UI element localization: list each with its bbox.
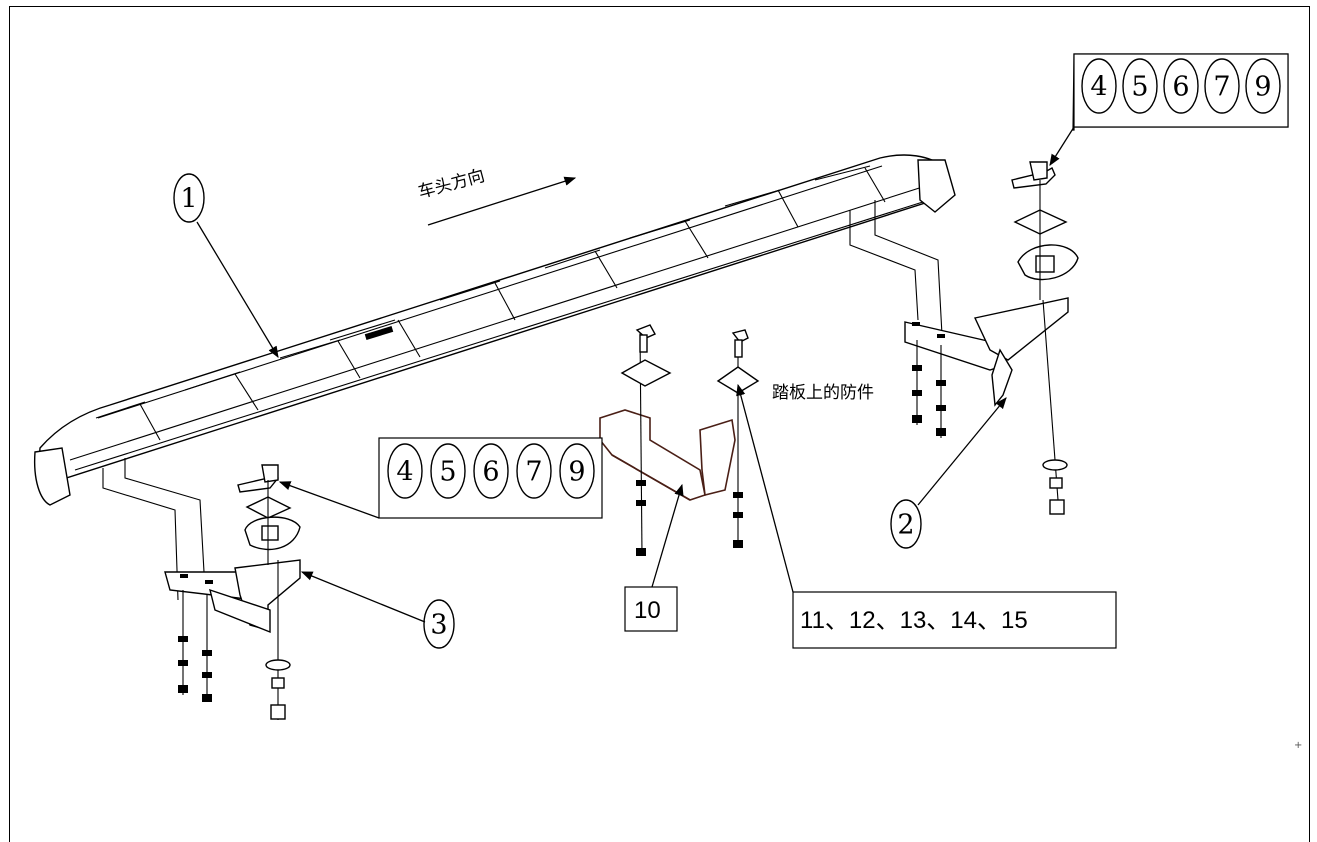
callout-group-top-item: 7 <box>1213 72 1230 103</box>
callout-group-mid: 4 5 6 7 9 <box>278 437 603 519</box>
right-fastener-stack <box>1011 161 1079 300</box>
callout-group-mid-item: 4 <box>396 457 413 488</box>
stray-mark: + <box>1294 740 1302 751</box>
callout-3: 3 <box>300 571 455 649</box>
callout-group-top-item: 5 <box>1131 72 1148 103</box>
svg-text:11、12、13、14、15: 11、12、13、14、15 <box>800 607 1028 634</box>
left-fastener-stack <box>237 464 301 565</box>
guard-bracket <box>599 324 760 556</box>
callout-group-mid-item: 6 <box>482 457 499 488</box>
callout-group-top-item: 9 <box>1254 72 1271 103</box>
direction-label: 车头方向 <box>416 166 487 203</box>
svg-text:2: 2 <box>897 510 914 541</box>
svg-text:3: 3 <box>430 610 447 641</box>
drawing-frame <box>9 6 1310 842</box>
callout-group-mid-item: 9 <box>568 457 585 488</box>
right-mount-bracket <box>849 200 1069 515</box>
running-board <box>33 154 956 506</box>
svg-text:10: 10 <box>634 597 661 624</box>
pedal-guard-label: 踏板上的防件 <box>772 383 874 403</box>
callout-2: 2 <box>890 397 1007 549</box>
callout-group-mid-item: 5 <box>439 457 456 488</box>
callout-group-top: 4 5 6 7 9 <box>1049 53 1289 166</box>
vehicle-direction-indicator: 车头方向 <box>416 166 577 226</box>
left-mount-bracket <box>102 458 301 720</box>
callout-group-mid-item: 7 <box>525 457 542 488</box>
callout-group-top-item: 4 <box>1090 72 1107 103</box>
callout-group-top-item: 6 <box>1172 72 1189 103</box>
svg-text:1: 1 <box>180 184 197 215</box>
callout-box-10: 10 <box>624 483 684 632</box>
callout-1: 1 <box>173 173 279 359</box>
callout-box-11-15: 11、12、13、14、15 <box>736 383 1117 649</box>
